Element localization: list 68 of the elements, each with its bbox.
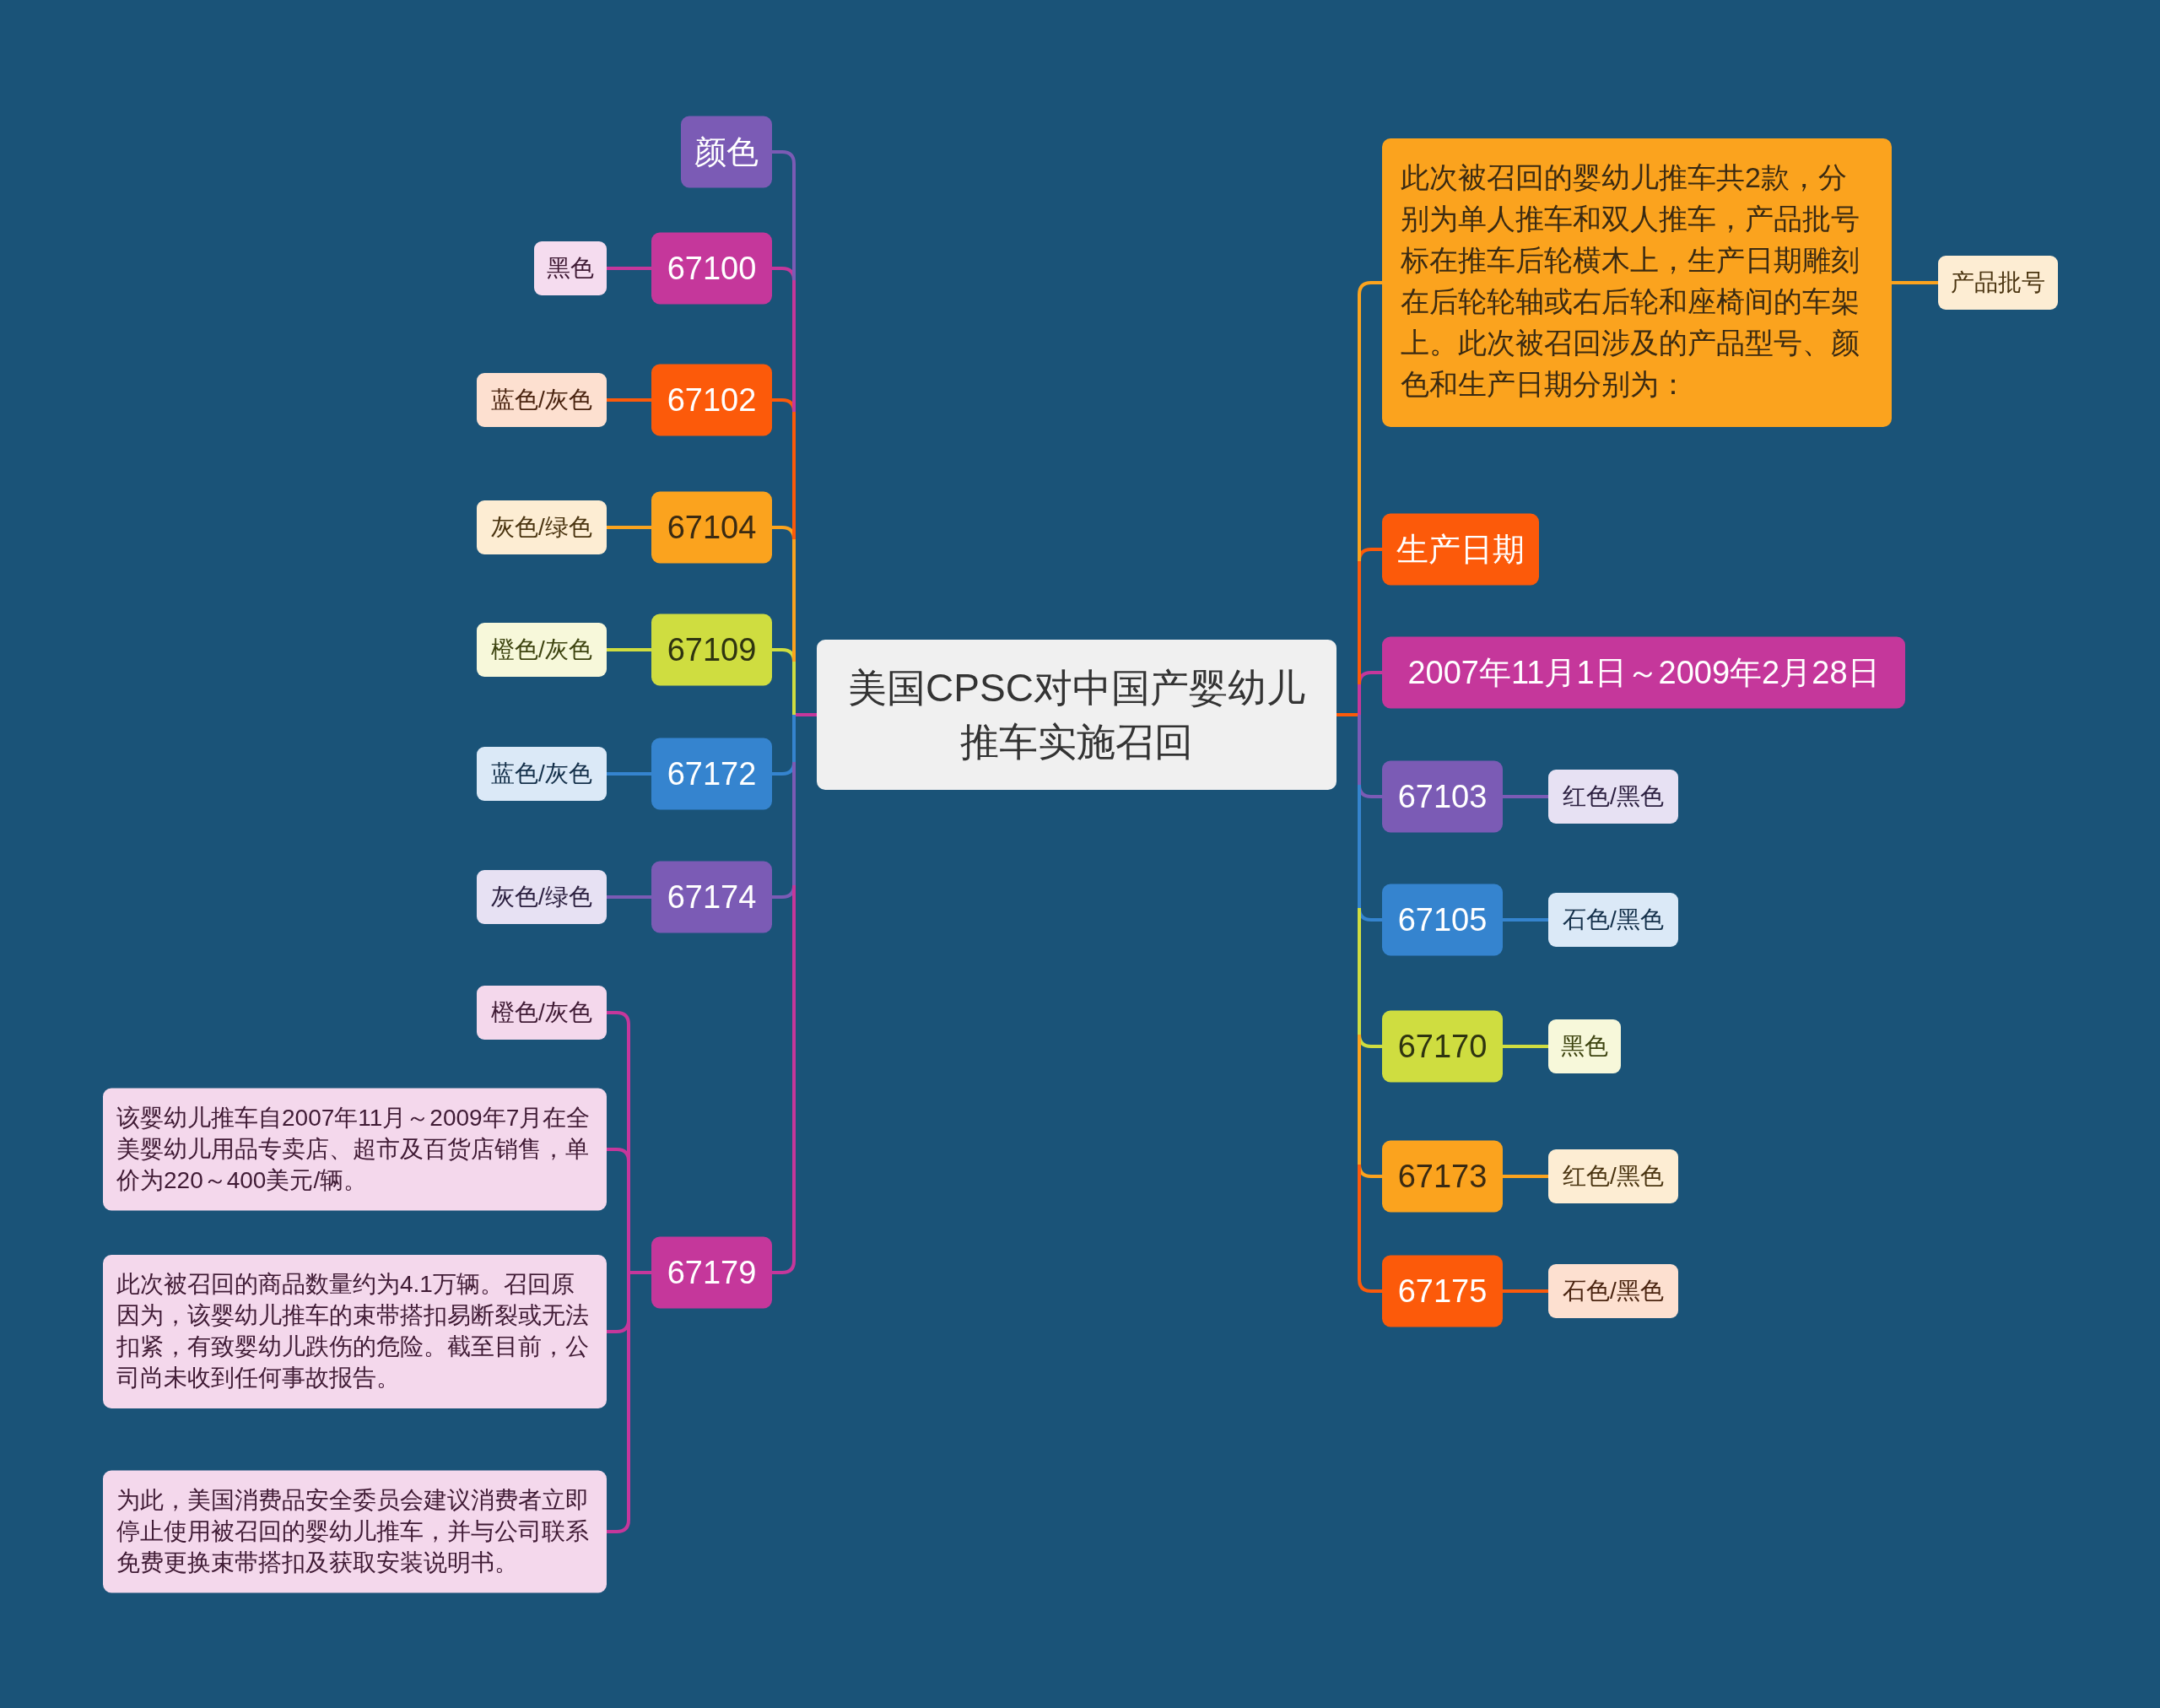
topic-node: 67170 bbox=[1382, 1010, 1503, 1083]
connector-line bbox=[1358, 1035, 1361, 1165]
connector-line bbox=[607, 526, 651, 529]
connector-line bbox=[792, 762, 796, 885]
topic-node: 颜色 bbox=[681, 116, 772, 188]
note-card: 此次被召回的婴幼儿推车共2款，分别为单人推车和双人推车，产品批号标在推车后轮横木上，生产日期雕刻在后轮轮轴或右后轮和座椅间的车架上。此次被召回涉及的产品型号、颜色和生产日期分别为： bbox=[1382, 138, 1892, 427]
connector-line bbox=[1892, 281, 1938, 284]
subtopic-node: 黑色 bbox=[534, 241, 607, 295]
connector-line bbox=[1358, 785, 1361, 908]
subtopic-node: 红色/黑色 bbox=[1548, 770, 1678, 824]
subtopic-node: 石色/黑色 bbox=[1548, 893, 1678, 947]
subtopic-node: 橙色/灰色 bbox=[477, 986, 607, 1040]
connector-line bbox=[1358, 908, 1361, 1035]
subtopic-node: 蓝色/灰色 bbox=[477, 373, 607, 427]
subtopic-node: 灰色/绿色 bbox=[477, 500, 607, 554]
topic-node: 67172 bbox=[651, 738, 772, 810]
connector-line bbox=[1503, 1045, 1548, 1048]
topic-node: 2007年11月1日～2009年2月28日 bbox=[1382, 636, 1905, 709]
connector-line bbox=[1358, 561, 1361, 684]
connector-line bbox=[1358, 715, 1361, 785]
note-card: 该婴幼儿推车自2007年11月～2009年7月在全美婴幼儿用品专卖店、超市及百货店销售，单价为220～400美元/辆。 bbox=[103, 1088, 607, 1211]
note-card: 为此，美国消费品安全委员会建议消费者立即停止使用被召回的婴幼儿推车，并与公司联系免费更换束带搭扣及获取安装说明书。 bbox=[103, 1470, 607, 1593]
connector-line bbox=[607, 772, 651, 776]
subtopic-node: 产品批号 bbox=[1938, 256, 2058, 310]
topic-node: 67105 bbox=[1382, 884, 1503, 956]
topic-node: 67103 bbox=[1382, 760, 1503, 833]
connector-line bbox=[607, 895, 651, 899]
connector-line bbox=[607, 1011, 630, 1161]
topic-node: 67173 bbox=[1382, 1140, 1503, 1213]
topic-node: 67109 bbox=[651, 613, 772, 686]
connector-line bbox=[1503, 1289, 1548, 1293]
subtopic-node: 红色/黑色 bbox=[1548, 1149, 1678, 1203]
topic-node: 67104 bbox=[651, 491, 772, 564]
connector-line bbox=[792, 539, 796, 662]
connector-line bbox=[607, 398, 651, 402]
connector-line bbox=[607, 648, 651, 651]
connector-line bbox=[772, 150, 796, 280]
topic-node: 67174 bbox=[651, 861, 772, 933]
connector-line bbox=[1358, 684, 1361, 715]
connector-line bbox=[1358, 281, 1382, 561]
topic-node: 67102 bbox=[651, 364, 772, 436]
subtopic-node: 蓝色/灰色 bbox=[477, 747, 607, 801]
connector-line bbox=[1503, 918, 1548, 922]
connector-line bbox=[1503, 1175, 1548, 1178]
connector-line bbox=[794, 713, 817, 716]
topic-node: 67100 bbox=[651, 232, 772, 305]
connector-line bbox=[1336, 713, 1359, 716]
connector-line bbox=[607, 267, 651, 270]
connector-line bbox=[792, 280, 796, 412]
subtopic-node: 石色/黑色 bbox=[1548, 1264, 1678, 1318]
connector-line bbox=[792, 715, 796, 762]
connector-line bbox=[792, 662, 796, 715]
connector-line bbox=[1358, 1165, 1382, 1293]
connector-line bbox=[792, 412, 796, 539]
subtopic-node: 黑色 bbox=[1548, 1019, 1621, 1073]
topic-node: 67179 bbox=[651, 1236, 772, 1309]
subtopic-node: 灰色/绿色 bbox=[477, 870, 607, 924]
subtopic-node: 橙色/灰色 bbox=[477, 623, 607, 677]
topic-node: 67175 bbox=[1382, 1255, 1503, 1327]
connector-line bbox=[1503, 795, 1548, 798]
connector-line bbox=[607, 1320, 630, 1533]
connector-line bbox=[629, 1271, 651, 1274]
note-card: 此次被召回的商品数量约为4.1万辆。召回原因为，该婴幼儿推车的束带搭扣易断裂或无法扣紧，有致婴幼儿跌伤的危险。截至目前，公司尚未收到任何事故报告。 bbox=[103, 1255, 607, 1408]
connector-line bbox=[627, 1273, 630, 1320]
topic-node: 生产日期 bbox=[1382, 513, 1539, 586]
connector-line bbox=[772, 885, 796, 1274]
connector-line bbox=[627, 1161, 630, 1273]
central-topic: 美国CPSC对中国产婴幼儿推车实施召回 bbox=[817, 640, 1336, 790]
